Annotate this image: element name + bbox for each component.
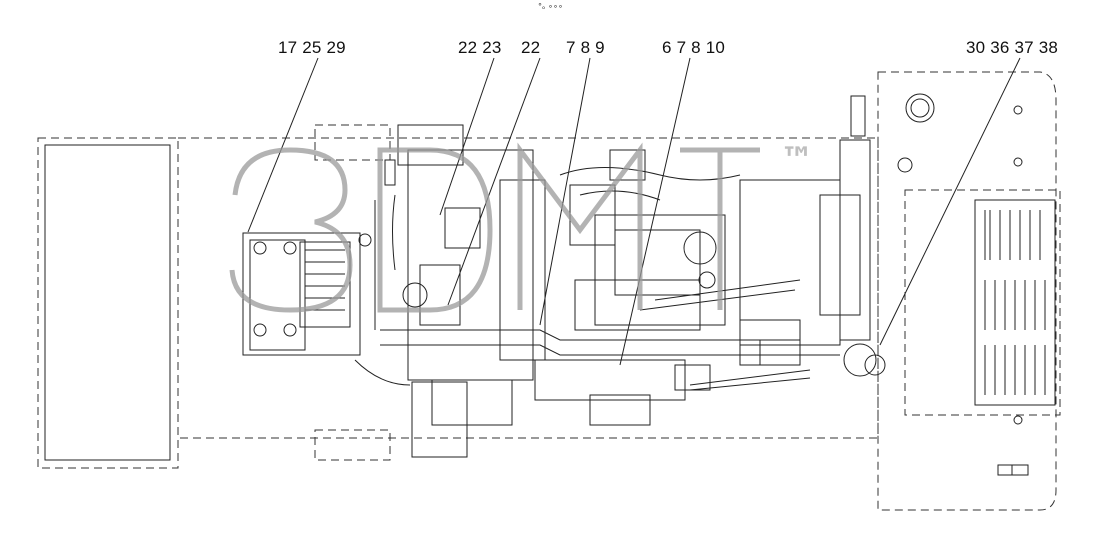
- leader-group-f: [879, 57, 1021, 346]
- top-mark: °ₒ ∘∘∘: [538, 2, 563, 11]
- callout-group-f: 30 36 37 38: [966, 38, 1059, 57]
- leader-group-c: [447, 57, 541, 306]
- callout-group-c: 22: [521, 38, 541, 57]
- callout-group-a: 17 25 29: [278, 38, 346, 57]
- leader-group-b: [439, 57, 495, 216]
- watermark-trademark: ™: [780, 140, 814, 180]
- leader-group-e: [619, 57, 691, 366]
- right-panel: [897, 93, 1056, 476]
- watermark-logo: [229, 142, 760, 313]
- dashed-frame: [37, 71, 1061, 511]
- callout-group-e: 6 7 8 10: [662, 38, 726, 57]
- callout-group-d: 7 8 9: [566, 38, 605, 57]
- leader-group-a: [247, 57, 319, 233]
- left-radiator-panel: [44, 144, 396, 461]
- leader-lines: [247, 57, 1021, 366]
- engine-block: [354, 95, 886, 458]
- leader-group-d: [539, 57, 591, 326]
- callout-group-b: 22 23: [458, 38, 502, 57]
